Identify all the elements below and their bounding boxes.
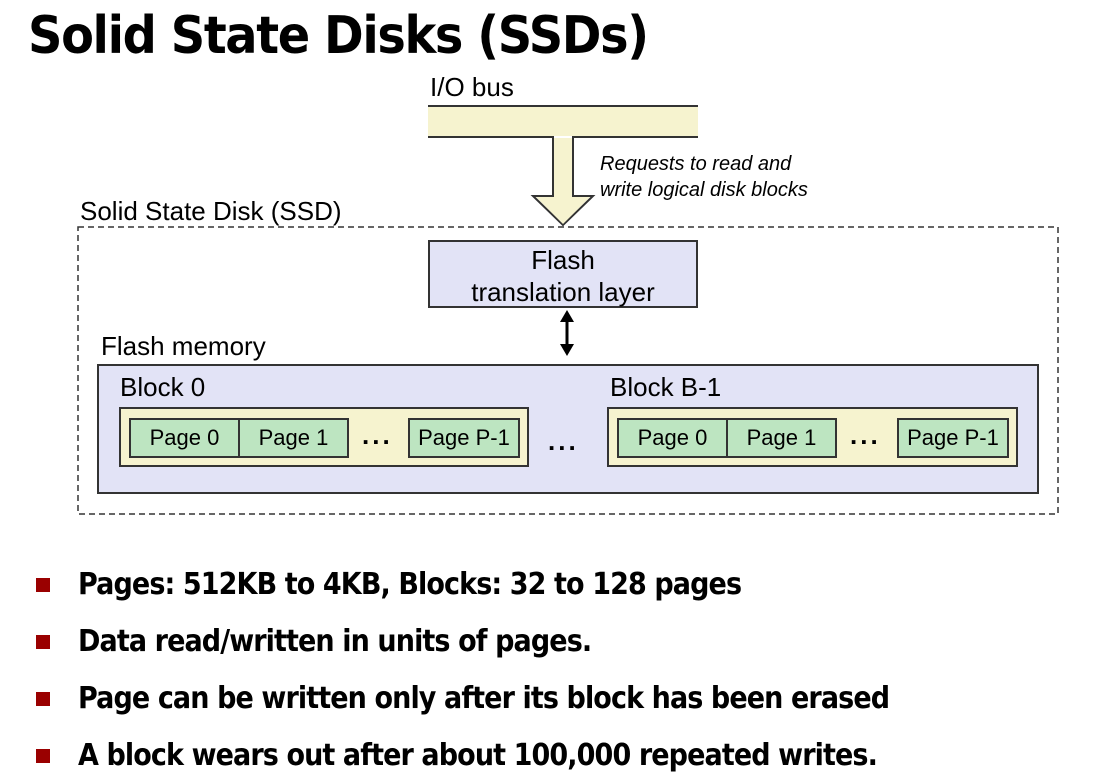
bullet-square-icon: [36, 691, 50, 706]
block-label: Block 0: [120, 372, 206, 402]
bullet-item: Page can be written only after its block…: [36, 670, 979, 727]
bullet-text: A block wears out after about 100,000 re…: [78, 738, 878, 773]
request-note-line2: write logical disk blocks: [600, 179, 808, 201]
bullet-item: Pages: 512KB to 4KB, Blocks: 32 to 128 p…: [36, 556, 979, 613]
bullet-text: Pages: 512KB to 4KB, Blocks: 32 to 128 p…: [78, 567, 742, 602]
ftl-line2: translation layer: [471, 277, 655, 307]
block-label: Block B-1: [610, 372, 722, 402]
bullet-square-icon: [36, 748, 50, 763]
pages-ellipsis: ...: [362, 420, 393, 450]
page-1: Page 1: [238, 418, 349, 458]
bullet-item: A block wears out after about 100,000 re…: [36, 727, 979, 784]
flash-memory-label: Flash memory: [101, 331, 266, 361]
flash-translation-layer: Flash translation layer: [428, 240, 698, 308]
page-p-1: Page P-1: [897, 418, 1009, 458]
blocks-ellipsis: ...: [548, 426, 579, 456]
request-note-line1: Requests to read and: [600, 153, 792, 175]
io-bus-bar: [428, 106, 698, 136]
ftl-line1: Flash: [531, 245, 595, 275]
page-0: Page 0: [617, 418, 728, 458]
page-title: Solid State Disks (SSDs): [28, 6, 649, 66]
page-p-1: Page P-1: [408, 418, 520, 458]
page-0: Page 0: [129, 418, 240, 458]
bullet-square-icon: [36, 577, 50, 592]
request-note: Requests to read and write logical disk …: [600, 151, 808, 203]
bullet-text: Page can be written only after its block…: [78, 681, 890, 716]
bullet-text: Data read/written in units of pages.: [78, 624, 592, 659]
arrow-down-icon: [560, 344, 574, 356]
bullet-list: Pages: 512KB to 4KB, Blocks: 32 to 128 p…: [36, 556, 979, 784]
ssd-label: Solid State Disk (SSD): [80, 196, 342, 226]
bullet-square-icon: [36, 634, 50, 649]
pages-ellipsis: ...: [850, 420, 881, 450]
io-bus-label: I/O bus: [430, 72, 514, 102]
bullet-item: Data read/written in units of pages.: [36, 613, 979, 670]
ssd-boundary: [77, 226, 1059, 515]
io-bus-bottom-edge: [428, 136, 698, 227]
request-arrow-icon: [536, 138, 590, 224]
page-1: Page 1: [726, 418, 837, 458]
arrow-up-icon: [560, 310, 574, 322]
